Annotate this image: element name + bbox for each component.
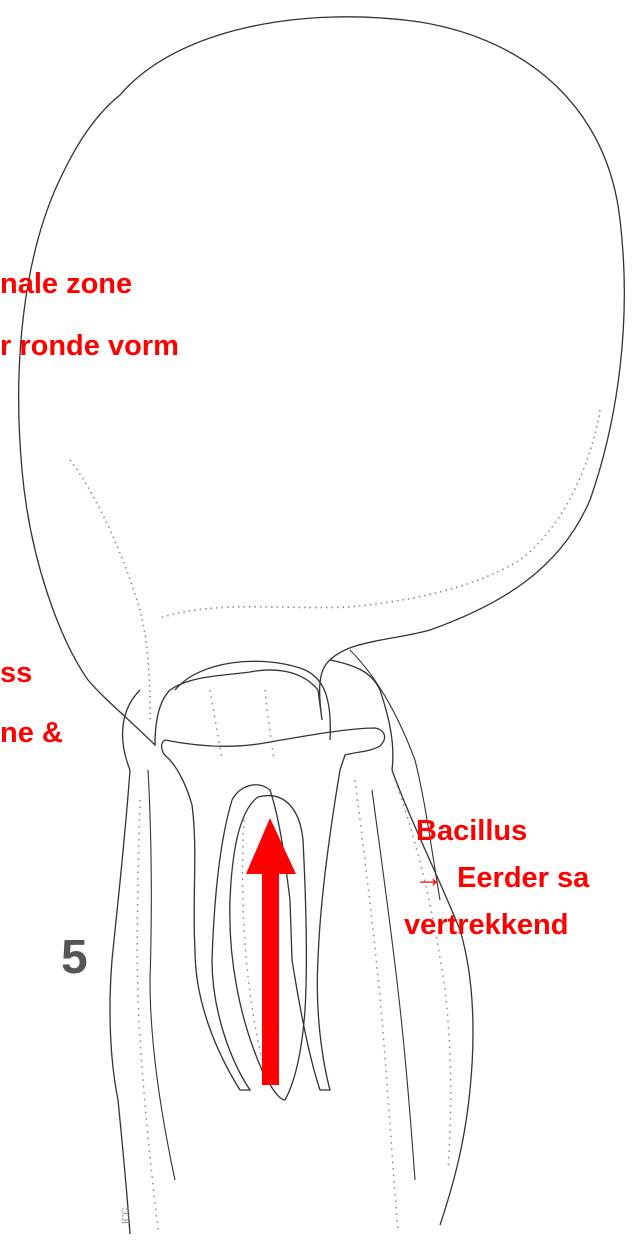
- artist-initials: JCG: [121, 1207, 132, 1225]
- bacillus-annotation-title: Bacillus: [416, 813, 527, 849]
- bacillus-annotation-text: Eerder sa: [457, 862, 589, 894]
- rounded-lobe-outline: [19, 17, 625, 745]
- shaft-left-edge: [110, 770, 130, 1234]
- shaft-left-inner-edge: [148, 770, 175, 1180]
- shaft-right-inner-edge: [372, 790, 415, 1180]
- collar-right-fold: [330, 660, 393, 770]
- shaft-dotted-line-3: [210, 690, 222, 760]
- left-annotation-line-1: ss: [0, 655, 32, 691]
- collar-fold: [123, 690, 140, 770]
- bacillus-annotation-line-2: → Eerder sa: [414, 860, 589, 896]
- up-arrow-icon: [246, 818, 296, 1085]
- right-arrow-icon: →: [414, 862, 443, 894]
- shaft-dotted-line-4: [265, 690, 274, 760]
- top-annotation-line-2: r ronde vorm: [0, 328, 179, 364]
- bacillus-annotation-line-3: vertrekkend: [404, 907, 568, 943]
- top-annotation-line-1: nale zone: [0, 266, 132, 302]
- shaft-dotted-line-2: [355, 780, 398, 1230]
- lobe-inner-dotted-line: [70, 460, 150, 720]
- shaft-dotted-line-1: [137, 800, 158, 1230]
- left-annotation-line-2: ne &: [0, 715, 63, 751]
- lobe-right-dotted-line: [160, 410, 600, 618]
- figure-number: 5: [61, 934, 88, 982]
- collar-outline: [175, 661, 330, 740]
